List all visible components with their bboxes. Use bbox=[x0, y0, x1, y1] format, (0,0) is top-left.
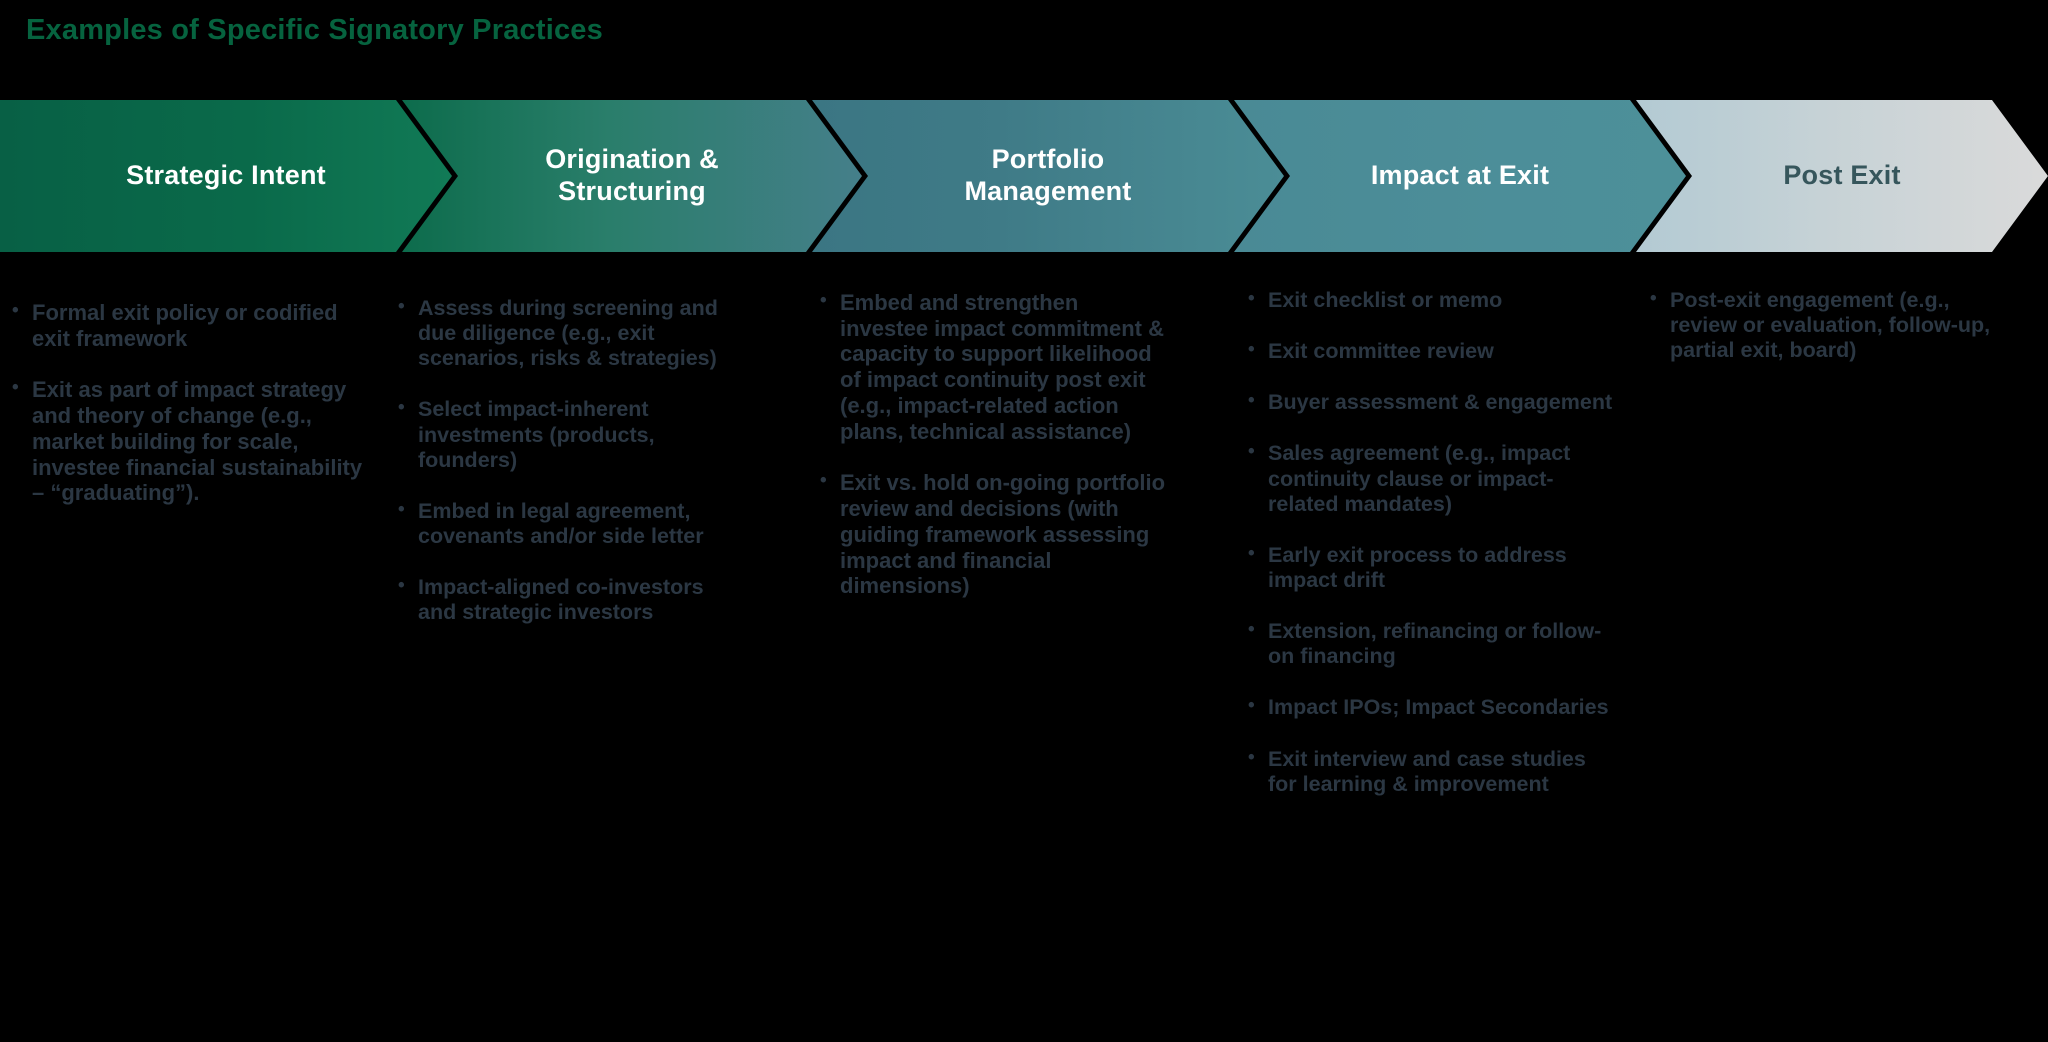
bullet-dot-icon: • bbox=[398, 498, 405, 520]
practice-columns: • Formal exit policy or codified exit fra… bbox=[0, 288, 2048, 1042]
stage-arrow-strategic-intent[interactable]: Strategic Intent bbox=[0, 100, 452, 252]
practice-bullet-text: Extension, refinancing or follow-on fina… bbox=[1268, 619, 1602, 669]
bullet-dot-icon: • bbox=[398, 575, 405, 597]
stage-arrow-post-exit[interactable]: Post Exit bbox=[1636, 100, 2048, 252]
practice-bullet-item: • Embed in legal agreement, covenants and… bbox=[398, 499, 750, 549]
bullet-dot-icon: • bbox=[820, 470, 827, 492]
bullet-dot-icon: • bbox=[1248, 542, 1255, 564]
practice-column-portfolio-management: • Embed and strengthen investee impact co… bbox=[820, 288, 1172, 625]
practice-bullet-item: • Exit vs. hold on-going portfolio review… bbox=[820, 470, 1172, 599]
bullet-dot-icon: • bbox=[1248, 746, 1255, 768]
practice-bullet-item: • Impact-aligned co-investors and strateg… bbox=[398, 575, 750, 625]
bullet-dot-icon: • bbox=[12, 377, 19, 399]
practice-bullet-item: • Exit checklist or memo bbox=[1248, 288, 1616, 313]
bullet-dot-icon: • bbox=[1248, 441, 1255, 463]
bullet-dot-icon: • bbox=[1650, 288, 1657, 309]
practice-bullet-text: Embed and strengthen investee impact com… bbox=[840, 290, 1164, 444]
practice-bullet-item: • Extension, refinancing or follow-on fin… bbox=[1248, 619, 1616, 669]
stage-arrow-shape bbox=[812, 100, 1284, 252]
practice-bullet-item: • Exit as part of impact strategy and the… bbox=[12, 377, 374, 506]
practice-bullet-item: • Buyer assessment & engagement bbox=[1248, 390, 1616, 415]
stage-label: Post Exit bbox=[1783, 160, 1901, 191]
stage-arrow-shape bbox=[402, 100, 862, 252]
practice-bullet-text: Assess during screening and due diligenc… bbox=[418, 296, 718, 371]
practice-bullet-text: Impact-aligned co-investors and strategi… bbox=[418, 575, 704, 625]
practice-bullet-item: • Impact IPOs; Impact Secondaries bbox=[1248, 695, 1616, 720]
practice-bullet-text: Exit committee review bbox=[1268, 339, 1494, 364]
practice-column-origination-structuring: • Assess during screening and due diligen… bbox=[398, 288, 750, 651]
practice-bullet-item: • Sales agreement (e.g., impact continuit… bbox=[1248, 441, 1616, 516]
stage-process-banner: Strategic Intent Origination &Structurin… bbox=[0, 100, 2048, 252]
practice-bullet-text: Post-exit engagement (e.g., review or ev… bbox=[1670, 288, 1991, 363]
bullet-dot-icon: • bbox=[398, 397, 405, 419]
bullet-dot-icon: • bbox=[12, 300, 19, 321]
practice-bullet-item: • Exit interview and case studies for lea… bbox=[1248, 747, 1616, 797]
practice-bullet-text: Embed in legal agreement, covenants and/… bbox=[418, 498, 704, 548]
stage-arrow-shape bbox=[1234, 100, 1686, 252]
practice-bullet-text: Exit interview and case studies for lear… bbox=[1268, 746, 1586, 796]
practice-bullet-text: Exit as part of impact strategy and theo… bbox=[32, 377, 363, 506]
practice-bullet-item: • Exit committee review bbox=[1248, 339, 1616, 364]
bullet-dot-icon: • bbox=[1248, 390, 1255, 412]
practice-bullet-text: Select impact-inherent investments (prod… bbox=[418, 397, 655, 472]
stage-label: Impact at Exit bbox=[1370, 160, 1550, 191]
practice-bullet-text: Formal exit policy or codified exit fram… bbox=[32, 300, 338, 351]
bullet-dot-icon: • bbox=[1248, 339, 1255, 361]
practice-bullet-text: Early exit process to address impact dri… bbox=[1268, 542, 1567, 592]
practice-bullet-item: • Embed and strengthen investee impact co… bbox=[820, 290, 1172, 444]
practice-bullet-item: • Formal exit policy or codified exit fra… bbox=[12, 300, 374, 351]
bullet-dot-icon: • bbox=[1248, 288, 1255, 309]
practice-bullet-item: • Post-exit engagement (e.g., review or e… bbox=[1650, 288, 2010, 363]
practice-bullet-text: Exit checklist or memo bbox=[1268, 288, 1503, 312]
practice-bullet-text: Impact IPOs; Impact Secondaries bbox=[1268, 695, 1609, 720]
stage-label: Origination &Structuring bbox=[545, 144, 719, 206]
practice-column-post-exit: • Post-exit engagement (e.g., review or e… bbox=[1650, 288, 2010, 389]
practice-bullet-item: • Assess during screening and due diligen… bbox=[398, 296, 750, 371]
practice-column-impact-at-exit: • Exit checklist or memo • Exit committee r… bbox=[1248, 288, 1616, 823]
bullet-dot-icon: • bbox=[1248, 619, 1255, 641]
practice-bullet-item: • Early exit process to address impact dr… bbox=[1248, 543, 1616, 593]
stage-arrow-shape bbox=[0, 100, 452, 252]
practice-bullet-item: • Select impact-inherent investments (pro… bbox=[398, 397, 750, 472]
practice-bullet-text: Buyer assessment & engagement bbox=[1268, 390, 1613, 415]
bullet-dot-icon: • bbox=[1248, 695, 1255, 717]
page-title: Examples of Specific Signatory Practices bbox=[26, 14, 603, 46]
practice-bullet-text: Exit vs. hold on-going portfolio review … bbox=[840, 470, 1166, 599]
bullet-dot-icon: • bbox=[820, 290, 827, 311]
stage-label: Strategic Intent bbox=[126, 160, 326, 191]
stage-arrow-origination-structuring[interactable]: Origination &Structuring bbox=[402, 100, 862, 252]
stage-arrow-shape bbox=[1636, 100, 2048, 252]
practice-bullet-text: Sales agreement (e.g., impact continuity… bbox=[1268, 441, 1571, 516]
stage-arrow-impact-at-exit[interactable]: Impact at Exit bbox=[1234, 100, 1686, 252]
bullet-dot-icon: • bbox=[398, 296, 405, 317]
practice-column-strategic-intent: • Formal exit policy or codified exit fra… bbox=[12, 288, 374, 532]
